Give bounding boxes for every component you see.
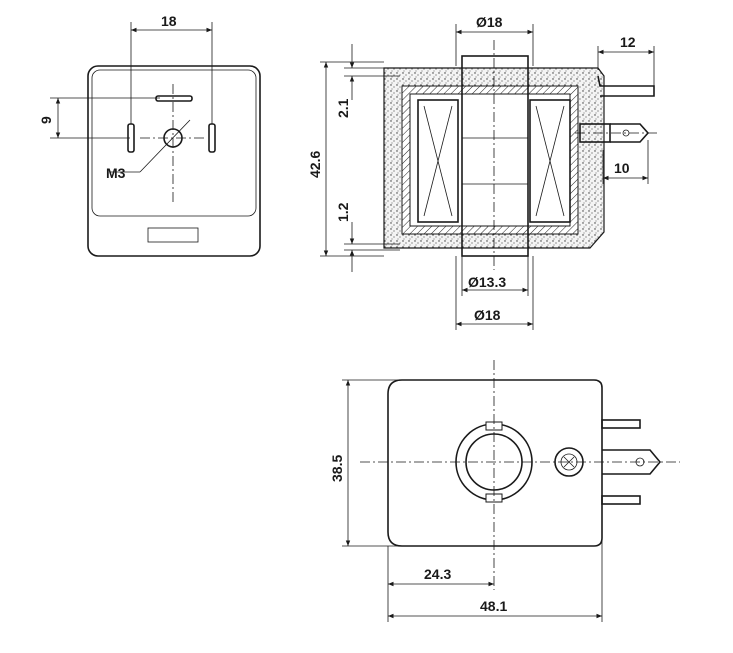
label-screw-thread: M3 — [106, 165, 126, 181]
dim-overall-width: 48.1 — [480, 598, 507, 614]
connector-face-view — [50, 22, 261, 257]
dim-terminal-length: 12 — [620, 34, 636, 50]
dim-outer-diameter-top: Ø18 — [476, 14, 503, 30]
dim-outer-diameter-bottom: Ø18 — [474, 307, 501, 323]
dim-body-height: 38.5 — [329, 455, 345, 482]
dim-top-wall: 2.1 — [335, 98, 351, 118]
dim-bottom-wall: 1.2 — [335, 202, 351, 222]
cross-section-view — [320, 24, 660, 330]
dim-overall-height: 42.6 — [307, 151, 323, 178]
top-view — [342, 360, 680, 622]
dim-terminal-offset: 9 — [38, 116, 54, 124]
dim-terminal-spacing: 18 — [161, 13, 177, 29]
dim-terminal-pin: 10 — [614, 160, 630, 176]
dim-center-offset: 24.3 — [424, 566, 451, 582]
dim-inner-diameter: Ø13.3 — [468, 274, 506, 290]
